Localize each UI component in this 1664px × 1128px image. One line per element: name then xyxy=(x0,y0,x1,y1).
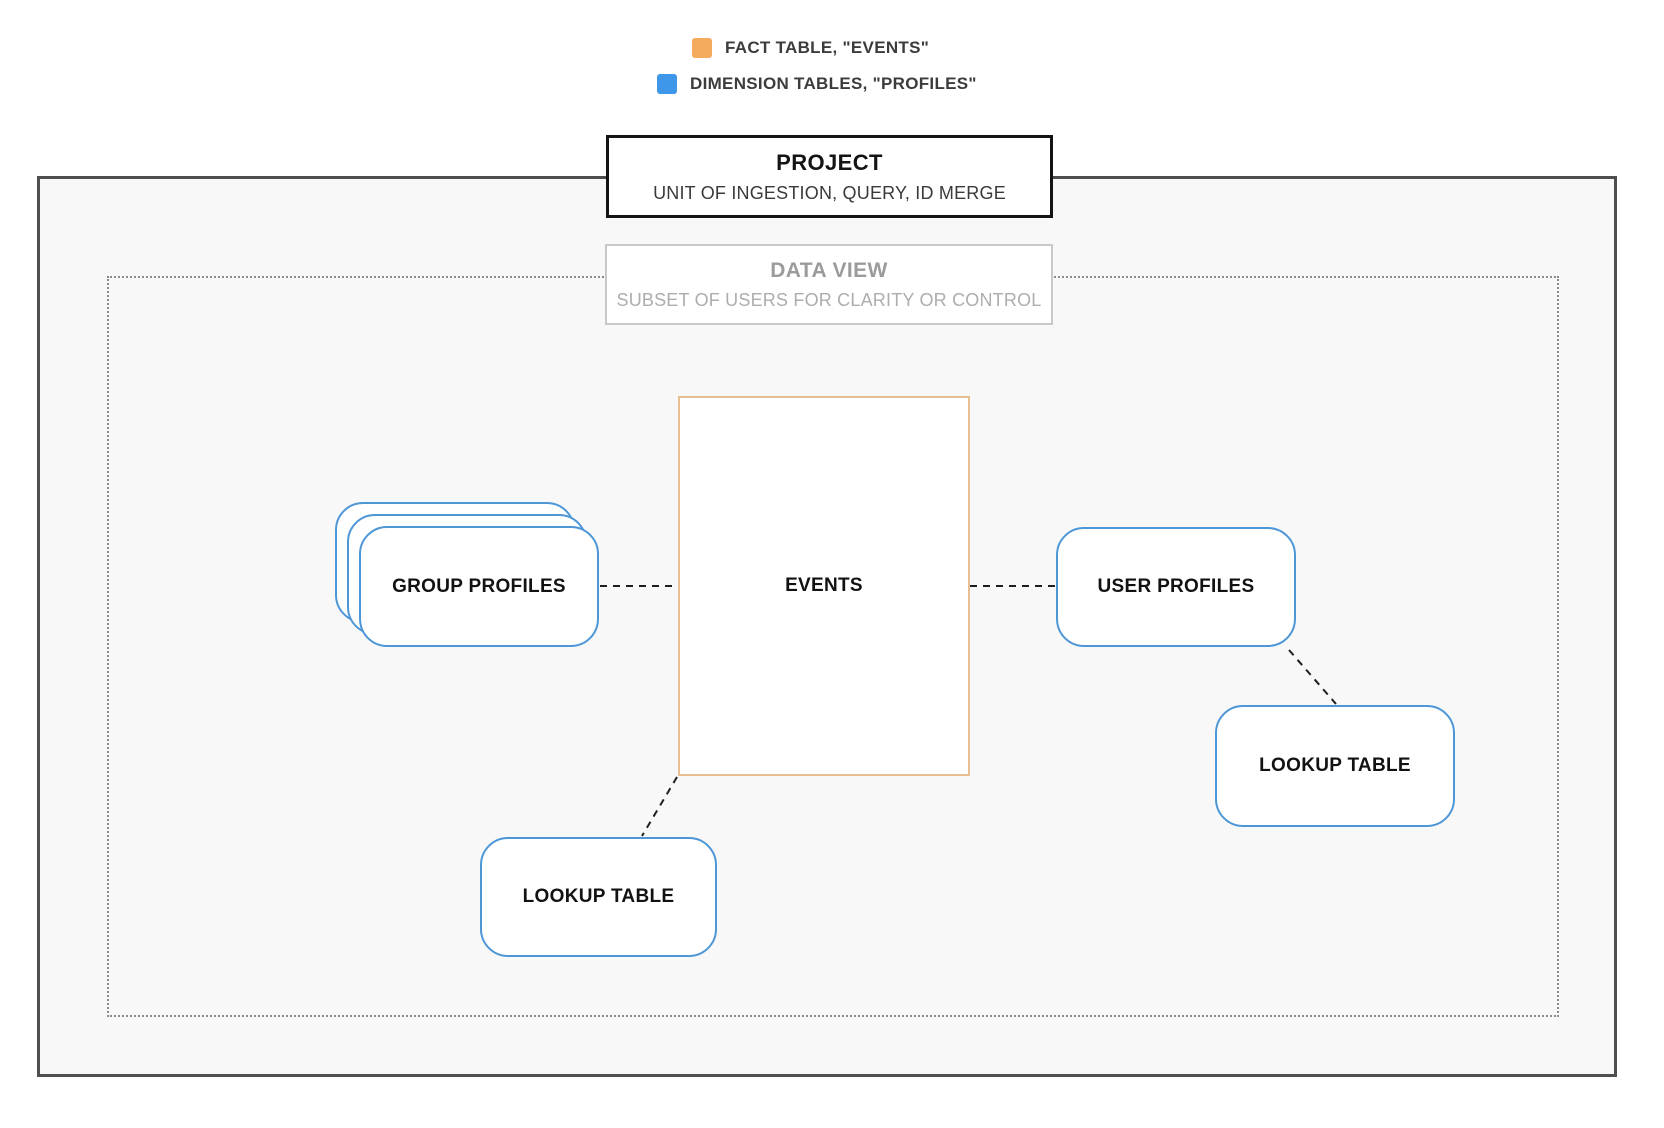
connector-user-profiles-lookup-table xyxy=(1288,649,1337,705)
node-lookup-table-bottom: LOOKUP TABLE xyxy=(480,837,717,957)
connector-events-lookup-table xyxy=(641,776,678,837)
legend-label-dimension-tables: DIMENSION TABLES, "PROFILES" xyxy=(690,74,977,93)
legend-label-fact-table: FACT TABLE, "EVENTS" xyxy=(725,38,930,57)
node-events: EVENTS xyxy=(678,396,970,776)
node-lookup-table-bottom-label: LOOKUP TABLE xyxy=(522,886,675,907)
node-lookup-table-right-label: LOOKUP TABLE xyxy=(1259,755,1411,776)
project-subtitle: UNIT OF INGESTION, QUERY, ID MERGE xyxy=(653,182,1006,203)
data-view-title-box: DATA VIEW SUBSET OF USERS FOR CLARITY OR… xyxy=(605,244,1053,325)
node-group-profiles-label: GROUP PROFILES xyxy=(392,575,566,597)
project-title-box: PROJECT UNIT OF INGESTION, QUERY, ID MER… xyxy=(606,135,1053,218)
dimension-tables-swatch-icon xyxy=(657,74,677,94)
data-view-subtitle: SUBSET OF USERS FOR CLARITY OR CONTROL xyxy=(616,289,1042,310)
node-events-label: EVENTS xyxy=(785,575,863,596)
node-group-profiles: GROUP PROFILES xyxy=(359,526,599,647)
node-lookup-table-right: LOOKUP TABLE xyxy=(1215,705,1455,827)
legend-item-fact-table: FACT TABLE, "EVENTS" xyxy=(692,36,929,60)
legend-item-dimension-tables: DIMENSION TABLES, "PROFILES" xyxy=(657,72,977,96)
node-user-profiles-label: USER PROFILES xyxy=(1097,576,1255,597)
fact-table-swatch-icon xyxy=(692,38,712,58)
node-user-profiles: USER PROFILES xyxy=(1056,527,1296,647)
data-view-title: DATA VIEW xyxy=(770,258,888,282)
project-title: PROJECT xyxy=(776,149,883,175)
